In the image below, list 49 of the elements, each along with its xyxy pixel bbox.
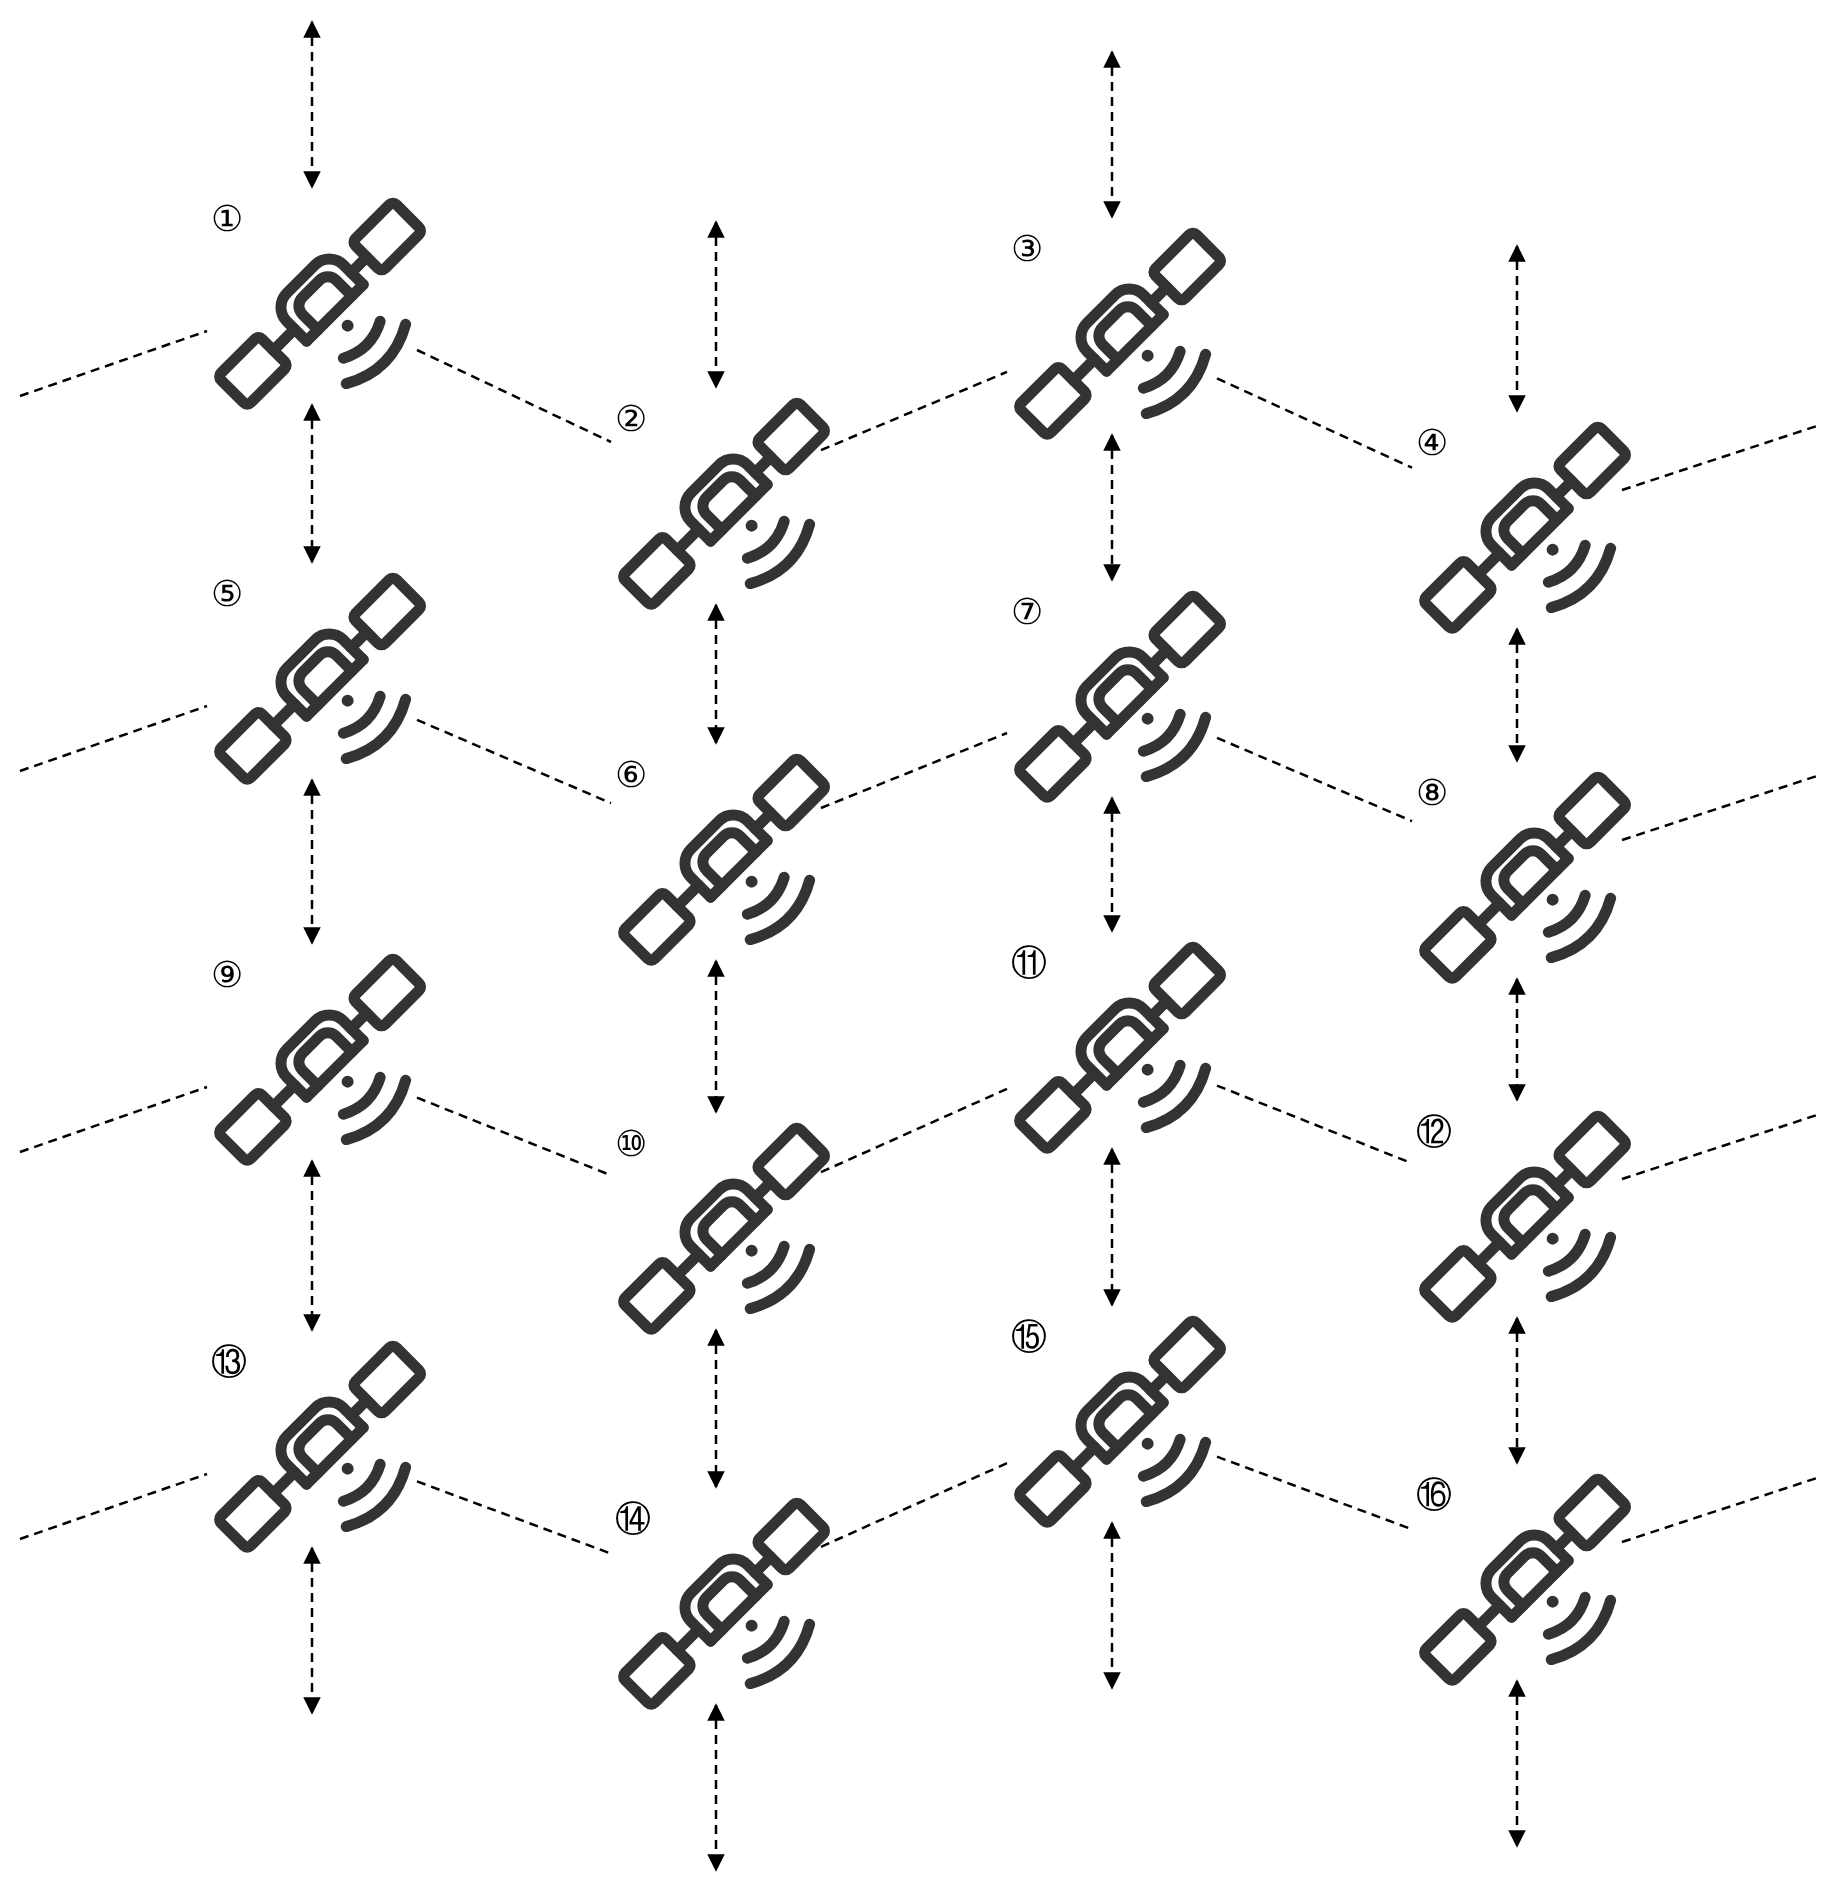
satellite-number: ① [211, 201, 243, 237]
satellite-number: ④ [1416, 425, 1448, 461]
dashed-double-arrow [1508, 977, 1526, 1102]
satellite-number: ⑦ [1011, 594, 1043, 630]
dashed-link-line [416, 718, 612, 805]
dashed-link-line [19, 704, 208, 773]
satellite-number: ⑤ [211, 576, 243, 612]
dashed-double-arrow [707, 220, 725, 389]
dashed-double-arrow [1508, 1316, 1526, 1465]
dashed-double-arrow [1508, 1679, 1526, 1848]
dashed-link-line [19, 1472, 208, 1541]
dashed-link-line [19, 329, 208, 398]
dashed-double-arrow [1103, 1147, 1121, 1307]
satellite-number: ⑯ [1416, 1477, 1452, 1513]
dashed-link-line [1216, 377, 1413, 469]
dashed-link-line [416, 1480, 612, 1555]
satellite-number: ⑫ [1416, 1114, 1452, 1150]
dashed-double-arrow [1103, 796, 1121, 933]
dashed-double-arrow [707, 959, 725, 1114]
satellite-number: ⑩ [615, 1126, 647, 1162]
dashed-link-line [820, 370, 1008, 452]
satellite-number: ② [615, 401, 647, 437]
dashed-double-arrow [303, 403, 321, 564]
dashed-link-line [820, 1087, 1008, 1174]
dashed-link-line [820, 731, 1008, 810]
dashed-double-arrow [303, 1546, 321, 1715]
dashed-double-arrow [303, 1159, 321, 1332]
dashed-double-arrow [303, 778, 321, 945]
dashed-link-line [820, 1462, 1008, 1548]
dashed-double-arrow [303, 20, 321, 189]
satellite-number: ⑬ [211, 1344, 247, 1380]
satellite-number: ⑪ [1011, 945, 1047, 981]
satellite-number: ⑮ [1011, 1319, 1047, 1355]
dashed-link-line [416, 348, 612, 444]
dashed-link-line [19, 1085, 208, 1154]
dashed-double-arrow [1508, 627, 1526, 763]
dashed-double-arrow [707, 603, 725, 745]
satellite-number: ③ [1011, 231, 1043, 267]
dashed-double-arrow [1103, 50, 1121, 219]
dashed-double-arrow [707, 1703, 725, 1872]
dashed-double-arrow [1508, 244, 1526, 413]
satellite-number: ⑨ [211, 957, 243, 993]
dashed-link-line [1216, 736, 1413, 823]
dashed-double-arrow [707, 1328, 725, 1489]
satellite-number: ⑭ [615, 1501, 651, 1537]
satellite-number: ⑧ [1416, 775, 1448, 811]
satellite-number: ⑥ [615, 757, 647, 793]
dashed-double-arrow [1103, 433, 1121, 582]
dashed-double-arrow [1103, 1521, 1121, 1690]
